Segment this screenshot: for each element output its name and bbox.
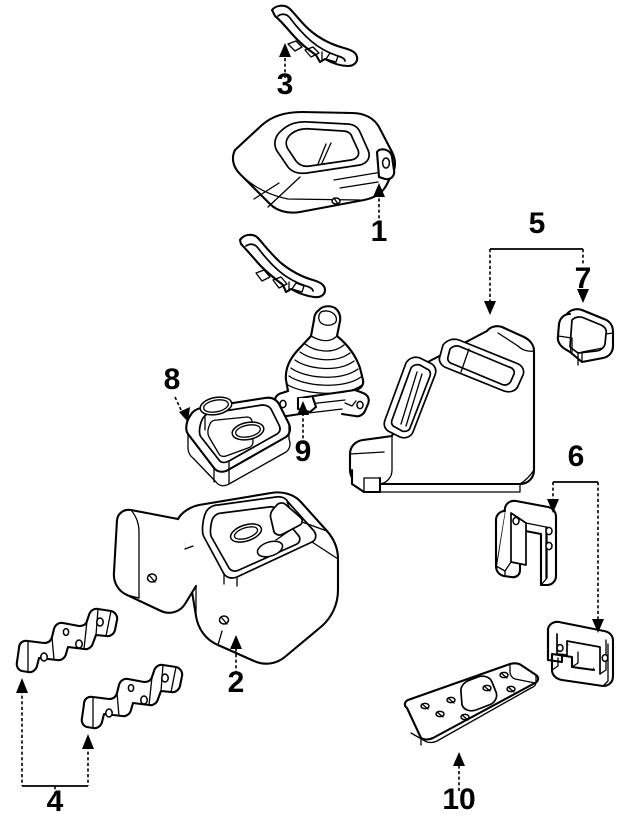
callout-label-3: 3 xyxy=(277,68,294,101)
callout-label-9: 9 xyxy=(295,435,312,468)
part-8-cup-holder-insert-tray[interactable] xyxy=(185,395,292,487)
part-6-bracket-upper[interactable] xyxy=(494,499,558,587)
part-4-bracket-right[interactable] xyxy=(80,663,184,730)
callout-label-4: 4 xyxy=(47,785,64,818)
callout-6-leader xyxy=(547,481,604,633)
callout-7-leader xyxy=(577,289,589,303)
callout-8-leader xyxy=(174,396,190,422)
part-5-rear-console-extension[interactable] xyxy=(348,325,536,494)
callout-label-10: 10 xyxy=(442,783,475,816)
callout-9-leader xyxy=(297,401,309,444)
callout-label-5: 5 xyxy=(529,207,546,240)
part-4-bracket-left[interactable] xyxy=(15,607,119,674)
callout-label-6: 6 xyxy=(568,440,585,473)
part-6-bracket-lower[interactable] xyxy=(546,620,615,688)
callout-4-leader xyxy=(16,678,94,793)
part-2-console-base-body[interactable] xyxy=(112,491,340,665)
part-10-console-mounting-plate[interactable] xyxy=(403,662,540,746)
part-9-shift-lever-boot[interactable] xyxy=(273,305,370,418)
callout-3-leader xyxy=(279,43,291,78)
part-7-rear-console-end-cap[interactable] xyxy=(556,308,615,366)
part-3-console-hinge-bracket-upper[interactable] xyxy=(270,4,359,68)
callout-5-leader xyxy=(484,248,584,315)
callout-label-7: 7 xyxy=(575,262,592,295)
callout-10-leader xyxy=(453,752,465,791)
part-console-hinge-bracket-lower[interactable] xyxy=(238,233,327,299)
callout-label-2: 2 xyxy=(228,666,245,699)
part-1-console-lid-armrest[interactable] xyxy=(231,110,397,214)
callout-2-leader xyxy=(230,635,242,674)
callout-1-leader xyxy=(373,183,385,224)
callout-label-8: 8 xyxy=(164,363,181,396)
callout-label-1: 1 xyxy=(371,215,388,248)
